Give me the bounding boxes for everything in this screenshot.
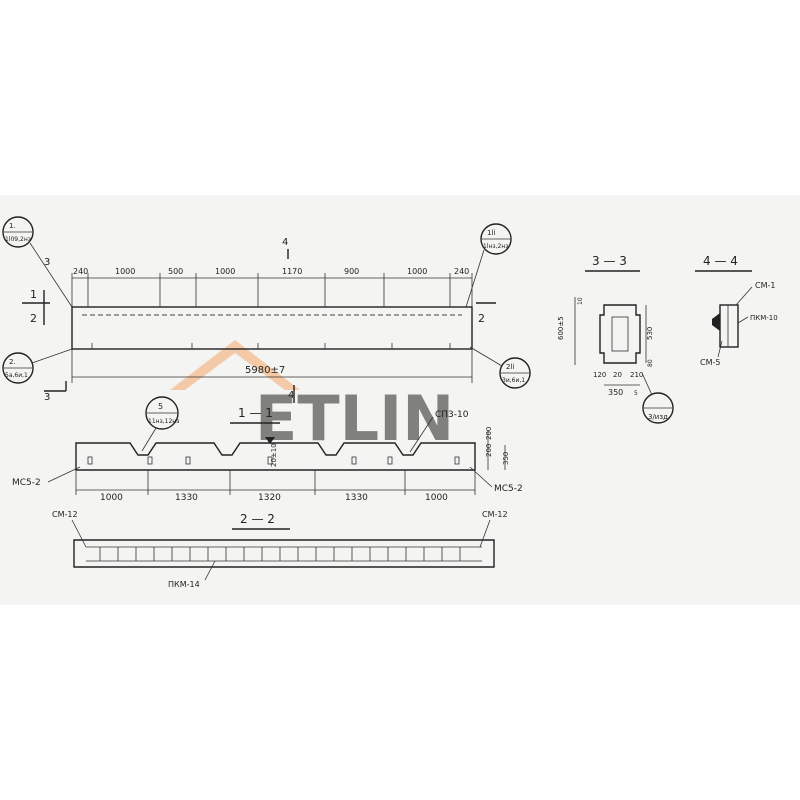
section-1-1-height-1: 200 [485, 427, 493, 440]
section3-marker-bottom: 3 [44, 392, 50, 403]
span-label-3: 500 [168, 267, 183, 276]
section-3-3-top: 10 [577, 297, 584, 305]
section-1-1-height-3: 350 [502, 452, 510, 465]
svg-text:1lнз,2нз: 1lнз,2нз [483, 243, 508, 250]
svg-text:2.: 2. [9, 358, 16, 366]
callout-3-3: 3/изд [641, 372, 674, 424]
svg-text:5a,6и,1: 5a,6и,1 [5, 372, 28, 379]
section-1-1-span-1: 1000 [100, 493, 123, 503]
watermark: ETLIN [170, 340, 454, 455]
section-1-1-mid-dim: 20±10 [270, 443, 278, 467]
section-3-3-title: 3 — 3 [592, 254, 627, 268]
section-1-1-span-5: 1000 [425, 493, 448, 503]
span-label-1: 240 [73, 267, 88, 276]
span-label-2: 1000 [115, 267, 135, 276]
section-4-4-plate-icon [712, 313, 720, 331]
span-label-8: 240 [454, 267, 469, 276]
label-mc5-left: МС5-2 [12, 478, 41, 488]
span-label-7: 1000 [407, 267, 427, 276]
svg-text:1.: 1. [9, 222, 16, 230]
span-label-5: 1170 [282, 267, 302, 276]
section-3-3: 3 — 3 600±5 10 530 80 120 20 210 350 5 3… [557, 254, 674, 424]
marker-2: 2 [30, 312, 37, 325]
beam-plan: 240 1000 500 1000 1170 900 1000 240 5980… [2, 216, 531, 403]
span-label-4: 1000 [215, 267, 235, 276]
section-3-3-height-outer: 600±5 [557, 316, 565, 340]
section-1-1-title: 1 — 1 [238, 406, 273, 420]
callout-5: 5 11нз,12нз [141, 396, 179, 452]
label-sp3-10: СП3-10 [435, 410, 469, 420]
section-1-1-span-4: 1330 [345, 493, 368, 503]
watermark-text: ETLIN [255, 382, 454, 455]
section-2-2-title: 2 — 2 [240, 512, 275, 526]
section-1-1: 1 — 1 1000 1330 1320 1330 1000 200 200 3… [12, 396, 523, 503]
drawing-sheet: ETLIN 240 1000 500 1000 1170 900 1000 24… [0, 195, 800, 605]
marker-right-2: 2 [478, 312, 485, 325]
marker-1: 1 [30, 288, 37, 301]
section-4-4-profile [719, 304, 739, 348]
section-3-3-w-total: 350 [608, 388, 623, 397]
svg-text:2li: 2li [506, 363, 514, 371]
section-4-4-title: 4 — 4 [703, 254, 738, 268]
label-pkm10: ПКМ-10 [750, 314, 778, 322]
label-cm12-left: СМ-12 [52, 510, 78, 519]
callout-bottom-left: 2. 5a,6и,1 [2, 348, 73, 384]
label-mc5-right: МС5-2 [494, 484, 523, 494]
section-3-3-bottom: 80 [647, 359, 654, 367]
section-1-1-profile [75, 442, 476, 471]
beam-outline [71, 306, 473, 350]
label-cm1: СМ-1 [755, 281, 775, 290]
section-4-4: 4 — 4 СМ-1 ПКМ-10 СМ-5 [695, 254, 778, 367]
section-3-3-w3: 210 [630, 371, 643, 379]
callout-bottom-right: 2li 3и,6и,1 [469, 346, 531, 389]
label-cm12-right: СМ-12 [482, 510, 508, 519]
svg-text:5: 5 [158, 402, 163, 411]
section4-marker-top: 4 [282, 237, 288, 248]
svg-text:11нз,12нз: 11нз,12нз [148, 418, 179, 425]
section-1-1-height-2: 200 [485, 444, 493, 457]
level-triangle-icon [265, 437, 275, 444]
svg-text:3и,6и,1: 3и,6и,1 [502, 377, 525, 384]
span-label-6: 900 [344, 267, 359, 276]
watermark-logo-icon [170, 340, 300, 390]
section-3-3-height-inner: 530 [646, 327, 654, 340]
technical-drawing: ETLIN 240 1000 500 1000 1170 900 1000 24… [2, 216, 778, 589]
section-2-2: 2 — 2 СМ-12 СМ-12 ПКМ-14 [52, 510, 508, 589]
svg-text:1li: 1li [487, 229, 495, 237]
callout-top-right: 1li 1lнз,2нз [465, 223, 512, 308]
section-2-2-outline [73, 539, 495, 568]
label-cm5: СМ-5 [700, 358, 720, 367]
section-1-1-span-2: 1330 [175, 493, 198, 503]
stirrups [99, 547, 461, 561]
section-1-1-span-3: 1320 [258, 493, 281, 503]
section-3-3-profile [599, 304, 641, 364]
section-3-3-w2: 20 [613, 371, 622, 379]
section4-marker-bottom: 4 [288, 390, 294, 401]
svg-text:3/изд: 3/изд [648, 413, 668, 421]
overall-dimension: 5980±7 [245, 365, 285, 376]
label-pkm14: ПКМ-14 [168, 580, 200, 589]
section3-marker-top: 3 [44, 257, 50, 268]
callout-top-left: 1. 1l09,2нз [2, 216, 73, 308]
section-3-3-w1: 120 [593, 371, 606, 379]
section-3-3-w-side: 5 [634, 390, 638, 397]
svg-text:1l09,2нз: 1l09,2нз [5, 236, 31, 243]
